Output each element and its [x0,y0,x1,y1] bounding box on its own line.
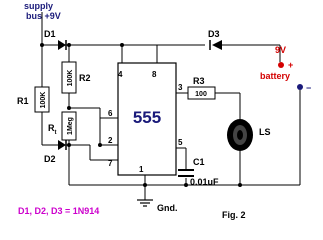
resistor-r2: 100K [61,61,77,94]
d1-label: D1 [44,29,56,39]
ic-555: 555 [117,62,177,176]
junction-dot [184,183,188,187]
junction-dot [238,183,242,187]
d3-label: D3 [208,29,220,39]
junction-dot [98,143,102,147]
r1-value: 100K [40,92,47,109]
capacitor-c1 [178,169,194,177]
junction-dot [143,183,147,187]
r2-label: R2 [79,73,91,83]
battery-plus-terminal [278,62,284,68]
junction-dot [67,43,71,47]
diode-d1 [58,40,67,50]
rt-value: 1Meg [67,117,74,135]
pin-1-label: 1 [139,165,144,174]
diode-d3 [209,40,222,50]
pin-7-label: 7 [108,159,113,168]
figure-label: Fig. 2 [222,210,246,220]
schematic-canvas: 100K 100K 1Meg 100 555 4 8 6 2 7 1 3 5 [17,1,312,220]
pin-2-label: 2 [108,136,113,145]
pin-4-label: 4 [118,70,123,79]
r3-label: R3 [193,76,205,86]
circuit-diagram: 100K 100K 1Meg 100 555 4 8 6 2 7 1 3 5 [17,1,311,220]
junction-dot [67,143,71,147]
pin-6-label: 6 [108,109,113,118]
resistor-r3: 100 [187,86,216,100]
junction-dot [40,43,44,47]
battery-label: battery [260,71,290,81]
battery-minus-label: − [306,83,311,93]
c1-label: C1 [193,157,205,167]
resistor-rt: 1Meg [61,111,77,141]
pin-5-label: 5 [178,138,183,147]
rt-label: Rt [48,123,57,136]
supply-bus-label-line2: bus +9V [26,11,61,21]
speaker-ls [227,119,253,151]
junction-dot [67,106,71,110]
resistor-r1: 100K [34,86,50,113]
r3-value: 100 [195,91,207,98]
speaker-label: LS [259,127,271,137]
ground-label: Gnd. [157,203,178,213]
chip-label: 555 [133,108,161,127]
battery-minus-terminal [297,84,303,90]
pin-8-label: 8 [152,70,157,79]
ground-symbol [137,199,153,207]
d2-label: D2 [44,154,56,164]
junction-dot [120,43,124,47]
pin-3-label: 3 [178,83,183,92]
battery-plus-label: + [288,60,293,70]
r1-label: R1 [17,96,29,106]
supply-bus-label: supply [24,1,53,11]
c1-value: 0.01uF [190,177,219,187]
r2-value: 100K [67,70,74,87]
diodes-note: D1, D2, D3 = 1N914 [18,206,99,216]
diode-d2 [58,140,67,150]
battery-voltage-label: 9V [275,45,286,55]
